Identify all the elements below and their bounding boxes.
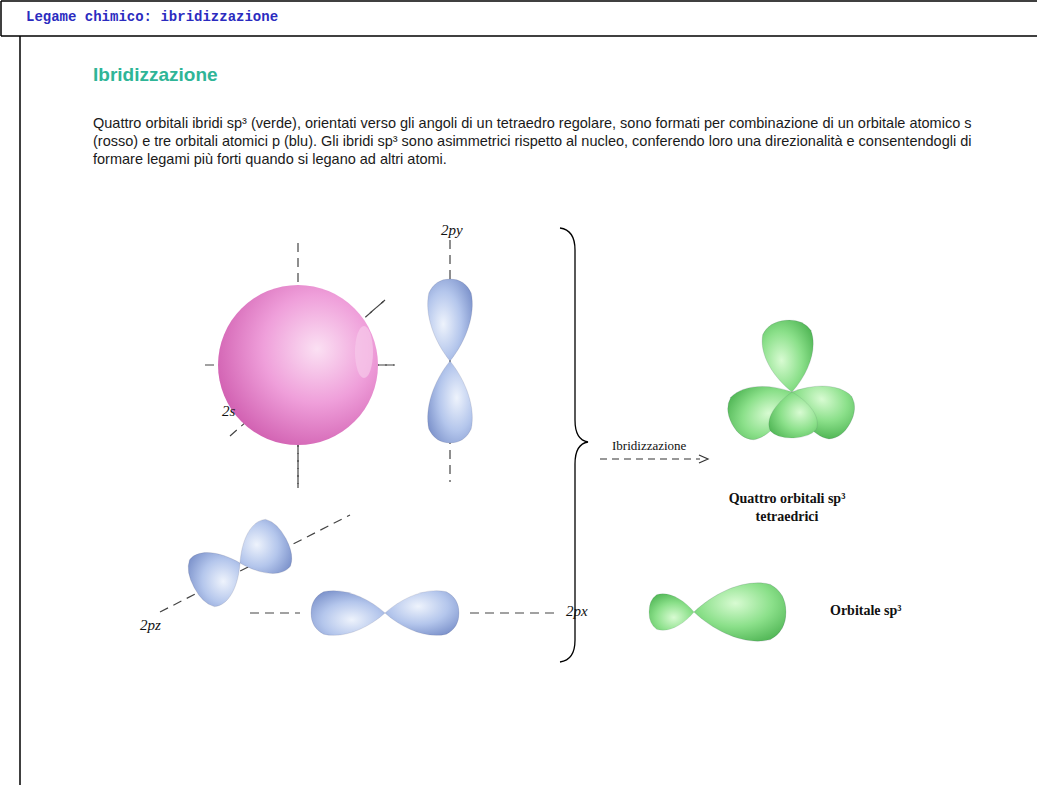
sp3-orbital [649, 583, 786, 641]
orbital-label: 2py [441, 222, 463, 239]
arrow-label: Ibridizzazione [612, 438, 686, 454]
hybridization-arrow [600, 455, 708, 463]
body-paragraph: Quattro orbitali ibridi sp³ (verde), ori… [93, 114, 988, 168]
orbital-label: 2pz [140, 617, 161, 634]
px-orbital [311, 591, 459, 636]
py-orbital [428, 279, 473, 443]
axis-lines [160, 240, 556, 613]
section-title: Ibridizzazione [93, 64, 218, 86]
s-orbital [218, 285, 378, 445]
slide-header: Legame chimico: ibridizzazione [26, 9, 278, 25]
orbital-label: 2px [566, 603, 588, 620]
orbital-label: 2s [222, 403, 235, 420]
sp3-tetrahedral [720, 318, 862, 446]
pz-orbital [181, 514, 299, 612]
figure-caption: Orbitale sp³ [830, 603, 901, 619]
curly-bracket [560, 228, 588, 662]
figure-caption: Quattro orbitali sp³ tetraedrici [712, 490, 862, 526]
